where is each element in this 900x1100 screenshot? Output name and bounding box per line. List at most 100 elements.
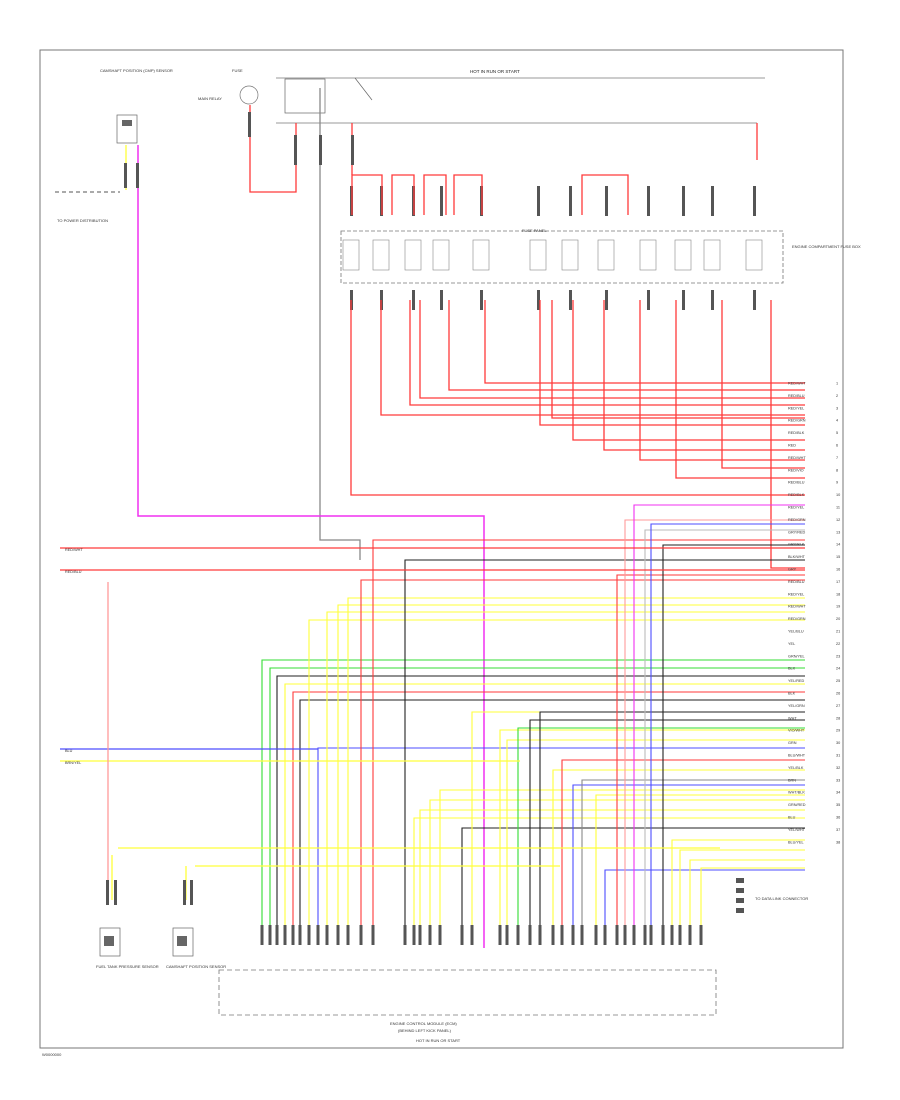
ecm-feed-wire-37 [662,544,805,940]
right-wire-pin-23: 23 [836,654,840,658]
fuse-5-bottom-pin [480,290,483,310]
ecm-pin-23 [516,925,520,945]
ecm-pin-8 [316,925,320,945]
right-wire-pin-1: 1 [836,382,838,386]
ecm-pin-22 [505,925,509,945]
fuse-output-wire-14 [770,300,805,569]
ecm-label: ENGINE CONTROL MODULE (ECM) [390,1021,457,1026]
right-wire-label-33: BRN [788,778,796,782]
ecm-pin-13 [371,925,375,945]
right-wire-pin-25: 25 [836,679,840,683]
ecm-feed-wire-6 [299,699,805,940]
left-ref-label: TO POWER DISTRIBUTION [57,218,108,223]
ecm-pin-14 [403,925,407,945]
page-id: W0000000 [42,1052,62,1057]
ecm-feed-wire-3 [276,675,805,940]
ecm-feed-wire-8 [317,747,805,940]
bus-drop-wire [319,88,361,560]
right-bottom-note: TO DATA LINK CONNECTOR [755,896,808,901]
right-wire-pin-7: 7 [836,456,838,460]
ecm-pin-10 [336,925,340,945]
fuse-output-wire-5 [448,300,805,391]
right-wire-label-32: YEL/BLK [788,766,804,770]
ecm-feed-wire-13 [372,539,805,940]
wire-bundle [60,88,805,948]
ecm-feed-wire-20 [471,711,805,940]
ecm-pin-20 [470,925,474,945]
ecm-feed-wire-40 [689,859,805,940]
right-wire-label-6: RED [788,444,796,448]
fuse-2 [372,239,390,271]
fuel-tank-pressure-sensor: FUEL TANK PRESSURE SENSOR [96,927,159,969]
fuse-11-bottom-pin [711,290,714,310]
sensor2-pin-b [190,880,193,905]
fuse-jumper-1 [351,174,383,215]
fuse-3 [404,239,422,271]
right-wire-label-14: GRY/BLK [788,543,805,547]
fuse-row [342,186,763,310]
right-wire-pin-4: 4 [836,419,838,423]
fuse-8-bottom-pin [605,290,608,310]
ecm-feed-wire-14 [404,559,805,940]
fuse-3-bottom-pin [412,290,415,310]
right-wire-pin-16: 16 [836,568,840,572]
ecm-pin-6 [298,925,302,945]
right-wire-pin-5: 5 [836,431,838,435]
top-sensor-pin-b [136,163,139,188]
fuse-12 [745,239,763,271]
right-wire-pin-14: 14 [836,543,840,547]
right-wire-label-38: BLU/YEL [788,840,804,844]
sensor1-pin-a [106,880,109,905]
fuse-10-body [674,239,692,271]
right-wire-label-10: RED/BLK [788,493,805,497]
ecm-pin-28 [571,925,575,945]
relay-loop-wire [249,105,297,193]
ecm-feed-wire-7 [308,619,805,940]
right-wire-pin-29: 29 [836,729,840,733]
ecm-pin-11 [346,925,350,945]
top-relay: MAIN RELAY FUSE [198,68,373,114]
ecm-pin-4 [283,925,287,945]
right-wire-pin-32: 32 [836,766,840,770]
right-wire-label-35: GRN/RED [788,803,806,807]
ecm-body [218,969,717,1016]
right-wire-label-18: RED/YEL [788,592,804,596]
fuse-1 [342,239,360,271]
fuse-jumper-3 [423,174,447,215]
ecm-pin-24 [528,925,532,945]
fuse-block-outline [340,230,784,284]
ecm-feed-wire-26 [552,769,805,940]
right-wire-label-26: BLK [788,692,796,696]
right-wire-label-12: RED/GRN [788,518,806,522]
ecm-pin-12 [359,925,363,945]
ecm-sub-label: (BEHIND LEFT KICK PANEL) [398,1028,452,1033]
fuse-5 [472,239,490,271]
right-wire-label-1: RED/WHT [788,382,806,386]
ecm-pin-15 [412,925,416,945]
right-wire-pin-20: 20 [836,617,840,621]
right-wire-pin-15: 15 [836,555,840,559]
sensor2-label: CAMSHAFT POSITION SENSOR [166,964,226,969]
fuse-8-top-pin [605,186,608,216]
ecm-feed-wire-2 [269,667,805,940]
ecm-feed-wire-25 [539,711,805,940]
ecm-pin-37 [661,925,665,945]
left-wire-label-4: BRN/YEL [65,761,81,765]
right-wire-pin-2: 2 [836,394,838,398]
fuse-output-wire-12 [675,300,805,479]
right-wire-pin-17: 17 [836,580,840,584]
ecm-pin-32 [615,925,619,945]
fuse-output-wire-13 [721,300,805,469]
ecm-feed-wire-1 [261,659,805,940]
ecm-pin-35 [643,925,647,945]
ecm-pin-17 [428,925,432,945]
camshaft-position-sensor: CAMSHAFT POSITION SENSOR [166,927,226,969]
right-fuse-note: ENGINE COMPARTMENT FUSE BOX [792,244,861,249]
fuse-1-body [342,239,360,271]
ecm-pin-30 [594,925,598,945]
ecm-pin-26 [551,925,555,945]
right-wire-label-2: RED/BLU [788,394,805,398]
fuse-output-wire-10 [603,300,805,451]
hot-header-label: HOT IN RUN OR START [470,69,520,74]
bus-pin-2 [319,135,322,165]
